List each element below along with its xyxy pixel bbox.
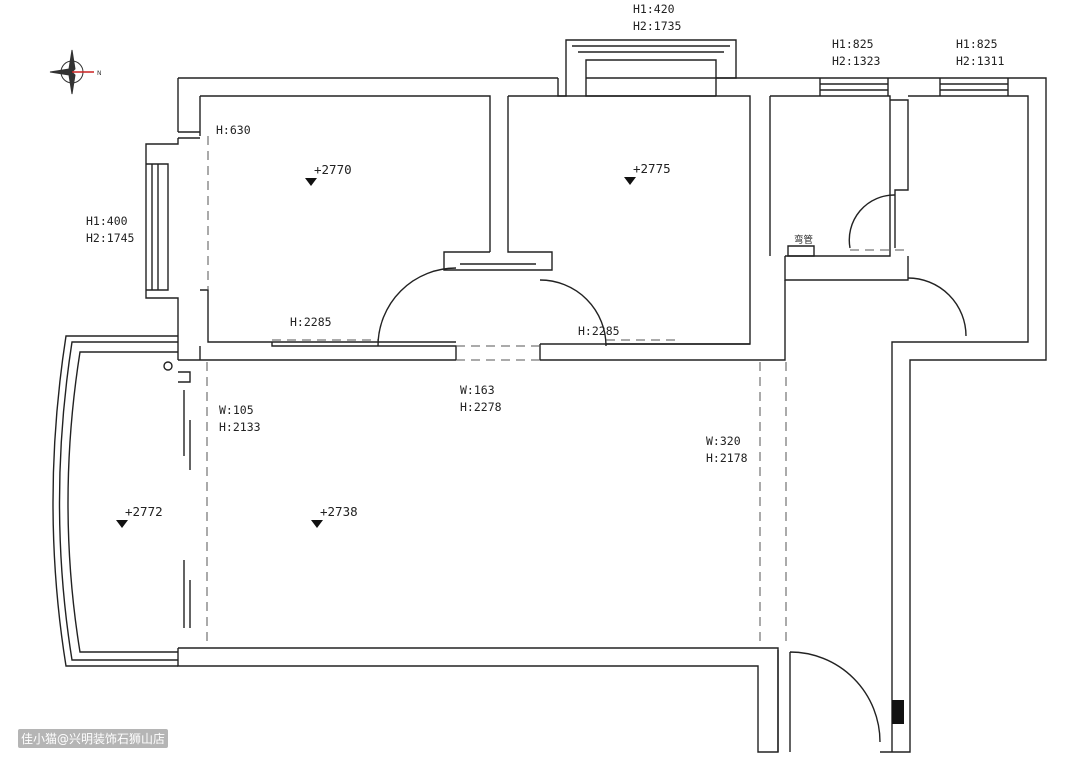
center-opening-label: W:163 H:2278 xyxy=(460,383,502,414)
top-window-label: H1:420 H2:1735 xyxy=(633,2,682,33)
watermark: 佳小猫@兴明装饰石狮山店 xyxy=(18,729,169,748)
dashed-center-opening xyxy=(456,345,540,361)
balcony-outer xyxy=(52,335,178,667)
elevation-room2: +2775 xyxy=(633,161,671,176)
top-window xyxy=(557,39,737,97)
right-window-2-label: H1:825 H2:1311 xyxy=(956,37,1005,68)
pipe-box xyxy=(787,245,815,257)
entry-mark xyxy=(892,700,904,724)
sliding-door-top xyxy=(183,390,191,470)
column-box xyxy=(178,371,191,383)
compass-icon xyxy=(49,49,94,95)
door-left-height-label: H:2285 xyxy=(290,315,332,329)
pipe-label: 弯管 xyxy=(794,235,814,246)
elevation-balcony: +2772 xyxy=(125,504,163,519)
door-right-frame xyxy=(539,343,750,360)
elevation-living: +2738 xyxy=(320,504,358,519)
entry-door xyxy=(777,650,881,752)
outer-wall-top-inner xyxy=(200,95,1029,752)
room1-bottom-wall xyxy=(271,341,457,360)
bath-walls xyxy=(769,96,909,281)
left-window-label: H1:400 H2:1745 xyxy=(86,214,135,245)
door-arc-right xyxy=(539,279,607,347)
right-window-2 xyxy=(939,78,1009,96)
room1-height-label: H:630 xyxy=(216,123,251,137)
left-opening-label: W:105 H:2133 xyxy=(219,403,261,434)
sliding-door-bottom xyxy=(183,560,191,628)
right-window-1-label: H1:825 H2:1323 xyxy=(832,37,881,68)
elevation-marker-room1 xyxy=(305,178,317,186)
right-window-1 xyxy=(819,78,889,96)
outer-wall-top xyxy=(178,77,1047,753)
balcony-inner xyxy=(67,351,178,653)
outer-wall-left xyxy=(145,78,272,360)
elevation-marker-balcony xyxy=(116,520,128,528)
dashed-living-right xyxy=(759,362,787,646)
living-top-wall xyxy=(178,280,786,361)
right-opening-label: W:320 H:2178 xyxy=(706,434,748,465)
small-window-left xyxy=(178,131,200,139)
left-window xyxy=(146,163,169,291)
door-right-height-label: H:2285 xyxy=(578,324,620,338)
living-bottom-wall xyxy=(177,647,779,753)
drain-circle xyxy=(163,361,173,371)
elevation-marker-living xyxy=(311,520,323,528)
dashed-door-sills xyxy=(272,249,908,341)
door-arc-left xyxy=(377,267,457,347)
compass-label: N xyxy=(97,70,102,77)
bath-door-arc xyxy=(848,194,896,249)
room1-right-wall xyxy=(443,96,553,271)
elevation-room1: +2770 xyxy=(314,162,352,177)
elevation-marker-room2 xyxy=(624,177,636,185)
balcony-mid xyxy=(58,341,178,661)
kitchen-door-arc xyxy=(907,277,967,337)
